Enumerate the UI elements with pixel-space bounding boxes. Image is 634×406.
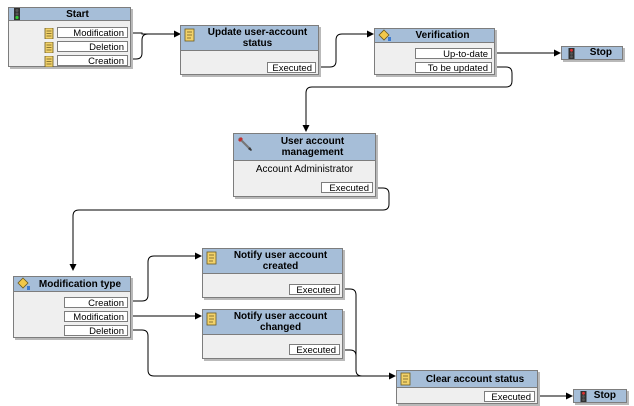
traffic-light-icon bbox=[580, 391, 587, 402]
modtype-port-modification[interactable]: Modification bbox=[64, 311, 128, 323]
start-node[interactable]: Start Modification Deletion Creation bbox=[8, 7, 131, 67]
edge-update-verification bbox=[318, 30, 374, 68]
modtype-port-creation[interactable]: Creation bbox=[64, 297, 128, 309]
management-title-line1: User account bbox=[280, 136, 345, 147]
start-header: Start bbox=[9, 8, 130, 21]
management-node[interactable]: User account management Account Administ… bbox=[233, 133, 376, 197]
edge-start-creation-update bbox=[130, 33, 149, 60]
modtype-port-deletion[interactable]: Deletion bbox=[64, 325, 128, 337]
modification-type-node[interactable]: Modification type Creation Modification … bbox=[13, 276, 131, 338]
start-port-deletion[interactable]: Deletion bbox=[57, 41, 128, 53]
modification-type-title: Modification type bbox=[38, 278, 122, 290]
start-port-creation[interactable]: Creation bbox=[57, 55, 128, 67]
start-port-modification[interactable]: Modification bbox=[57, 27, 128, 39]
notify-changed-title-line1: Notify user account bbox=[233, 311, 328, 322]
document-mini-icon bbox=[44, 42, 54, 53]
notify-created-title-line2: created bbox=[262, 261, 299, 272]
edge-management-modtype bbox=[69, 187, 390, 271]
stop-label-2: Stop bbox=[593, 390, 616, 401]
modification-type-header: Modification type bbox=[14, 277, 130, 292]
verification-header: Verification bbox=[375, 29, 494, 43]
notify-changed-node[interactable]: Notify user account changed Executed bbox=[202, 309, 343, 359]
update-title-line1: Update user-account bbox=[207, 27, 308, 38]
stop-node-1[interactable]: Stop bbox=[561, 46, 623, 60]
verification-port-to-be-updated[interactable]: To be updated bbox=[415, 62, 492, 74]
management-title-line2: management bbox=[281, 147, 344, 158]
start-title: Start bbox=[66, 8, 89, 20]
notify-changed-port-executed[interactable]: Executed bbox=[289, 344, 340, 356]
document-mini-icon bbox=[44, 28, 54, 39]
decision-icon bbox=[378, 29, 391, 41]
script-icon bbox=[206, 251, 217, 265]
edge-modtype-created bbox=[130, 252, 202, 302]
management-header: User account management bbox=[234, 134, 375, 161]
update-port-executed[interactable]: Executed bbox=[267, 62, 316, 74]
edge-modtype-clear bbox=[130, 329, 396, 380]
edge-changed-clear bbox=[342, 349, 357, 357]
notify-created-header: Notify user account created bbox=[203, 249, 342, 274]
script-icon bbox=[206, 312, 217, 326]
management-port-executed[interactable]: Executed bbox=[321, 182, 373, 194]
management-actor: Account Administrator bbox=[255, 164, 354, 175]
clear-status-node[interactable]: Clear account status Executed bbox=[396, 370, 538, 404]
update-node[interactable]: Update user-account status Executed bbox=[180, 25, 319, 75]
decision-icon bbox=[17, 277, 30, 290]
traffic-light-icon bbox=[14, 8, 20, 20]
script-icon bbox=[400, 372, 411, 386]
notify-created-node[interactable]: Notify user account created Executed bbox=[202, 248, 343, 298]
document-mini-icon bbox=[44, 56, 54, 67]
update-header: Update user-account status bbox=[181, 26, 318, 51]
stop-label-1: Stop bbox=[589, 47, 612, 58]
clear-status-title: Clear account status bbox=[425, 373, 525, 385]
verification-node[interactable]: Verification Up-to-date To be updated bbox=[374, 28, 495, 75]
stop-node-2[interactable]: Stop bbox=[573, 389, 627, 403]
verification-title: Verification bbox=[415, 30, 470, 41]
verification-port-up-to-date[interactable]: Up-to-date bbox=[415, 48, 492, 60]
notify-created-port-executed[interactable]: Executed bbox=[289, 284, 340, 296]
edge-created-clear bbox=[342, 288, 363, 377]
edge-verification-management bbox=[302, 66, 513, 132]
edge-start-modification-update bbox=[130, 30, 181, 38]
notify-changed-header: Notify user account changed bbox=[203, 310, 342, 335]
traffic-light-icon bbox=[568, 48, 575, 59]
tool-icon bbox=[238, 137, 252, 151]
notify-created-title-line1: Notify user account bbox=[233, 250, 328, 261]
update-title-line2: status bbox=[242, 38, 273, 49]
clear-status-port-executed[interactable]: Executed bbox=[484, 391, 535, 403]
script-icon bbox=[184, 28, 195, 42]
notify-changed-title-line2: changed bbox=[259, 322, 302, 333]
clear-status-header: Clear account status bbox=[397, 371, 537, 388]
